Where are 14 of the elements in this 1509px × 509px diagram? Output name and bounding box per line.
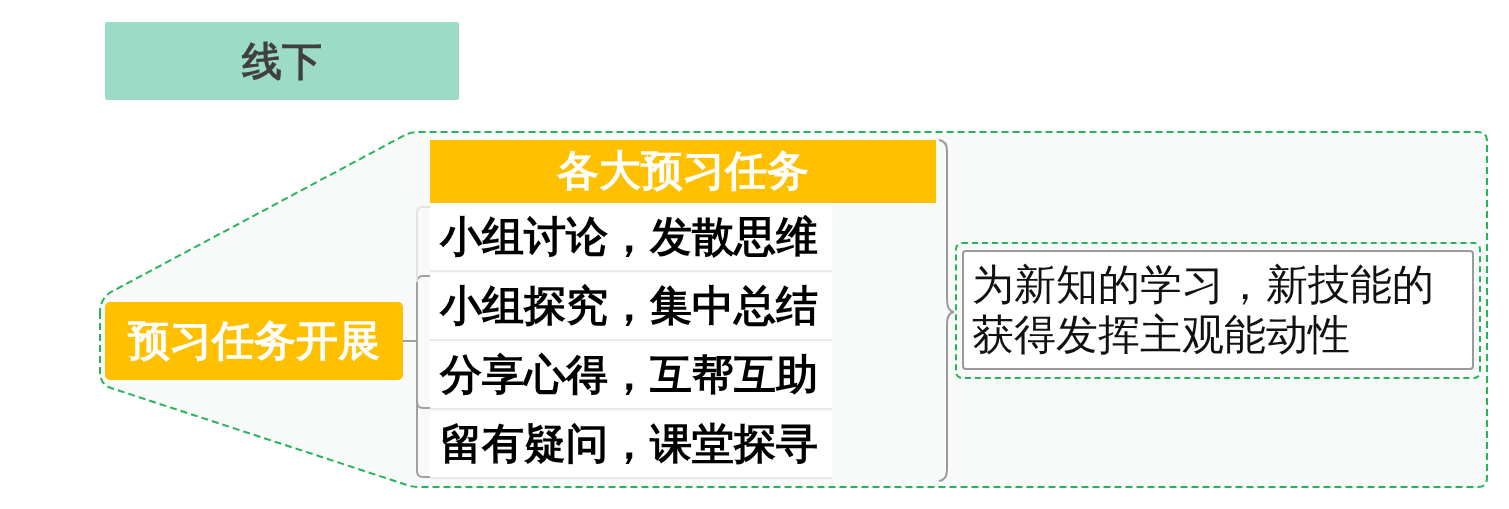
connector-line: [402, 340, 418, 342]
title-box: 线下: [105, 22, 459, 100]
connector-line: [416, 470, 431, 478]
root-topic-box: 预习任务开展: [105, 302, 403, 380]
connector-line: [416, 281, 418, 342]
topic-row: 留有疑问，课堂探寻: [430, 412, 832, 479]
connector-line: [416, 340, 418, 403]
topic-row: 小组讨论，发散思维: [430, 205, 832, 272]
header-box: 各大预习任务: [430, 140, 936, 203]
topic-row: 小组探究，集中总结: [430, 274, 832, 341]
connector-line: [416, 401, 418, 472]
topic-row: 分享心得，互帮互助: [430, 343, 832, 410]
connector-line: [416, 206, 431, 214]
summary-box: 为新知的学习，新技能的获得发挥主观能动性: [962, 250, 1474, 370]
